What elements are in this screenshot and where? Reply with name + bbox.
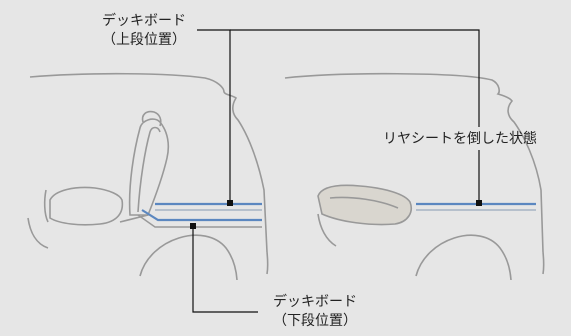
leader-upper-to-right <box>230 29 480 127</box>
left-wheel-arch <box>139 234 238 281</box>
anchor-dot-upper <box>227 200 233 206</box>
leader-upper-deck <box>197 29 231 203</box>
lower-deck-board-left <box>141 209 262 222</box>
left-car-roof <box>29 72 268 253</box>
folded-seat-label: リヤシートを倒した状態 <box>383 131 537 147</box>
left-upright-seat <box>43 110 170 226</box>
leader-lower-deck <box>192 226 258 313</box>
upper-deck-label: デッキボード （上段位置） <box>92 12 196 50</box>
upper-deck-title: デッキボード <box>102 13 186 29</box>
right-wheel-arch <box>415 234 512 281</box>
left-car-lower-body <box>27 217 269 275</box>
lower-deck-floor-line <box>137 214 262 228</box>
lower-deck-label: デッキボード （下段位置） <box>262 293 368 331</box>
anchor-dot-right <box>476 200 482 206</box>
upper-deck-subtitle: （上段位置） <box>102 32 186 48</box>
lower-deck-title: デッキボード <box>273 294 357 310</box>
right-folded-seat <box>317 184 412 226</box>
lower-deck-subtitle: （下段位置） <box>273 313 357 329</box>
right-car-lower-body <box>317 213 545 275</box>
right-car-roof <box>284 72 544 253</box>
anchor-dot-lower <box>190 223 196 229</box>
